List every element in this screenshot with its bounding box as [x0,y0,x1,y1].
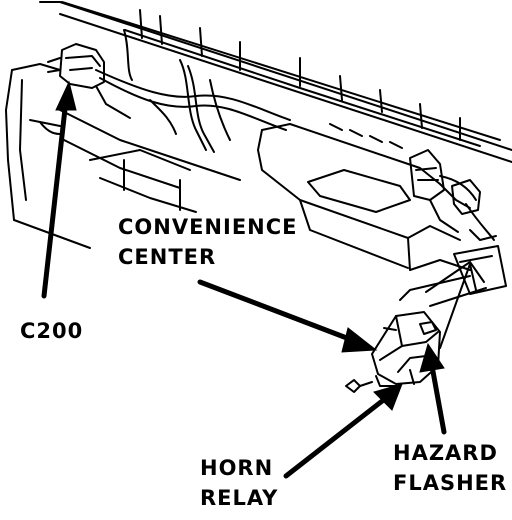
horn-relay-arrow [283,383,403,479]
mounting-screw [345,379,373,393]
right-connector [409,149,497,241]
convenience-center-arrow [197,279,378,353]
hazard-flasher-label: HAZARD FLASHER [393,438,507,498]
hazard-flasher-label-line2: FLASHER [393,471,508,495]
hazard-flasher-label-line1: HAZARD [393,441,498,465]
convenience-center-label: CONVENIENCE CENTER [118,212,298,272]
c200-connector [47,43,131,119]
convenience-center-label-line1: CONVENIENCE [118,215,298,239]
wire-harness [39,29,291,153]
horn-relay-label: HORN RELAY [200,453,278,513]
horn-relay-label-line2: RELAY [200,486,279,510]
convenience-center-label-line2: CENTER [118,245,217,269]
mounting-bracket [399,245,507,349]
hazard-flasher-arrow [419,342,447,435]
dash-top-panel [39,1,512,163]
c200-arrow [41,80,77,299]
dash-left-shell [5,63,241,249]
c200-label: C200 [20,319,84,343]
horn-relay-label-line1: HORN [200,456,274,480]
